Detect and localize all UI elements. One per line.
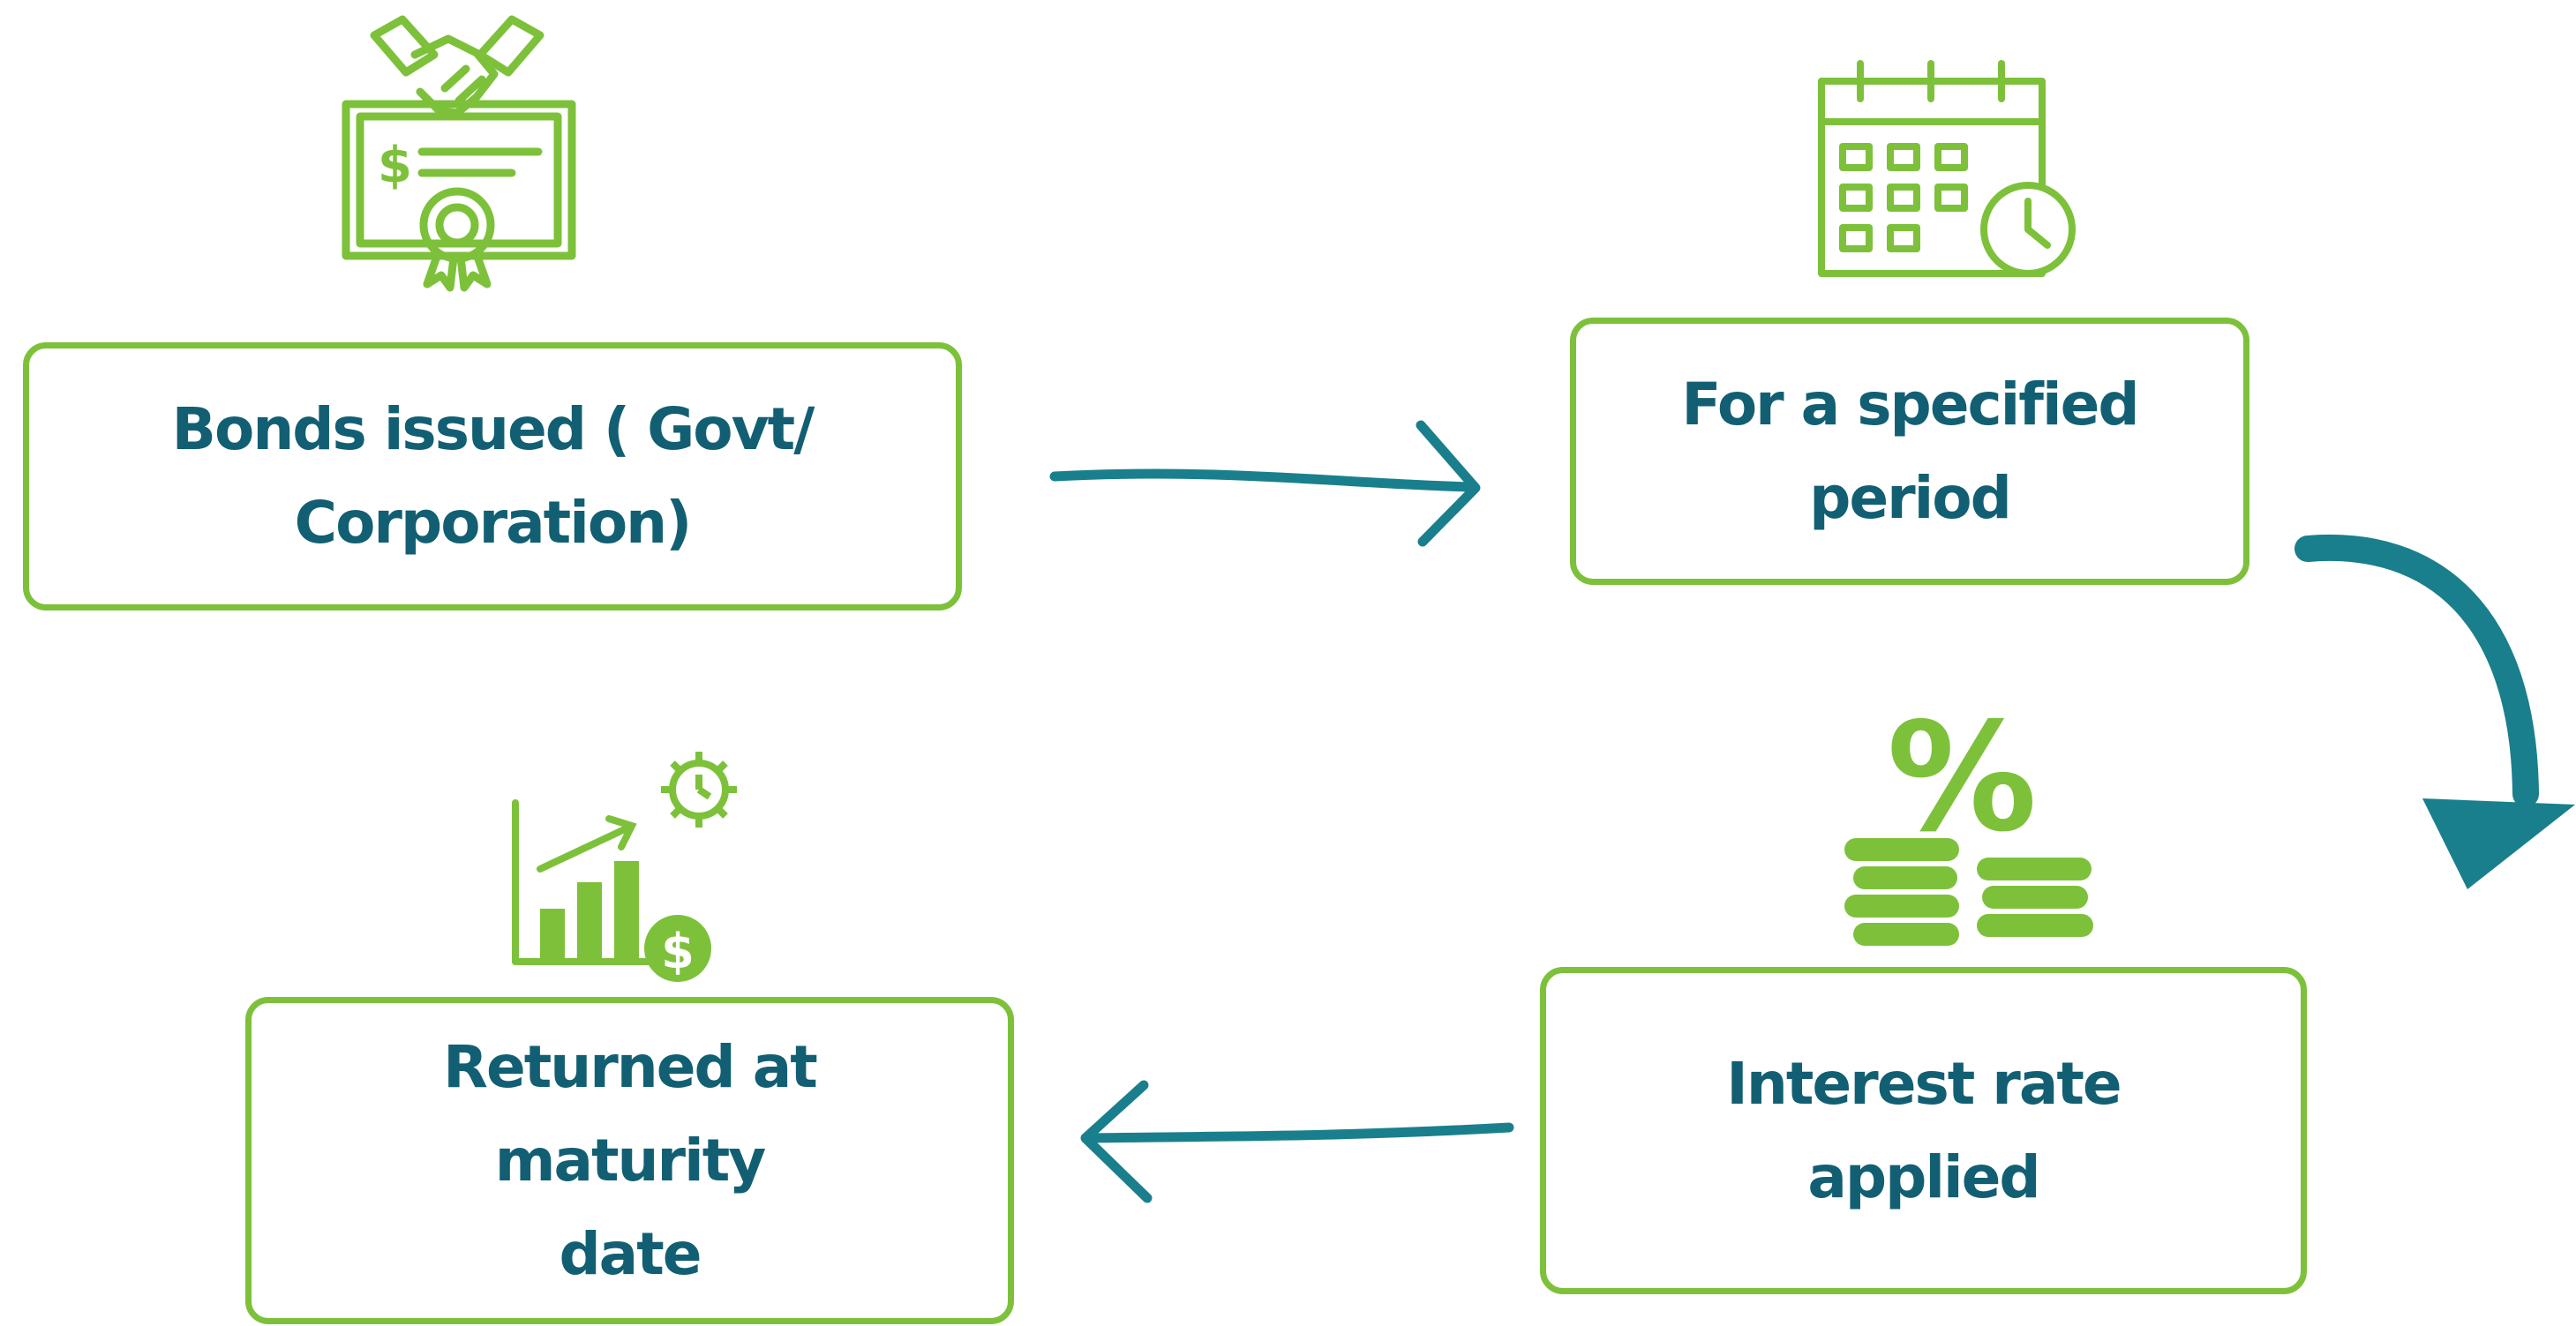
svg-text:%: % <box>1887 691 2037 865</box>
svg-text:$: $ <box>661 924 695 979</box>
arrow-right <box>1049 420 1481 547</box>
step-box-bonds-issued: Bonds issued ( Govt/ Corporation) <box>23 342 962 611</box>
step-box-returned-maturity: Returned at maturity date <box>245 997 1014 1324</box>
step-label-bonds-issued: Bonds issued ( Govt/ Corporation) <box>171 395 815 557</box>
bond-certificate-icon: $ <box>342 15 576 292</box>
growth-chart-icon: $ <box>512 752 737 982</box>
svg-text:$: $ <box>378 137 412 194</box>
step-box-specified-period: For a specified period <box>1570 318 2249 585</box>
calendar-clock-icon <box>1818 60 2076 277</box>
arrow-left <box>1080 1080 1514 1203</box>
step-label-specified-period: For a specified period <box>1681 370 2139 532</box>
arrow-curve-down <box>2294 534 2575 889</box>
step-box-interest-rate: Interest rate applied <box>1540 967 2307 1294</box>
percent-coins-icon: % <box>1844 691 2093 946</box>
step-label-returned-maturity: Returned at maturity date <box>443 1032 818 1288</box>
step-label-interest-rate: Interest rate applied <box>1726 1049 2122 1211</box>
